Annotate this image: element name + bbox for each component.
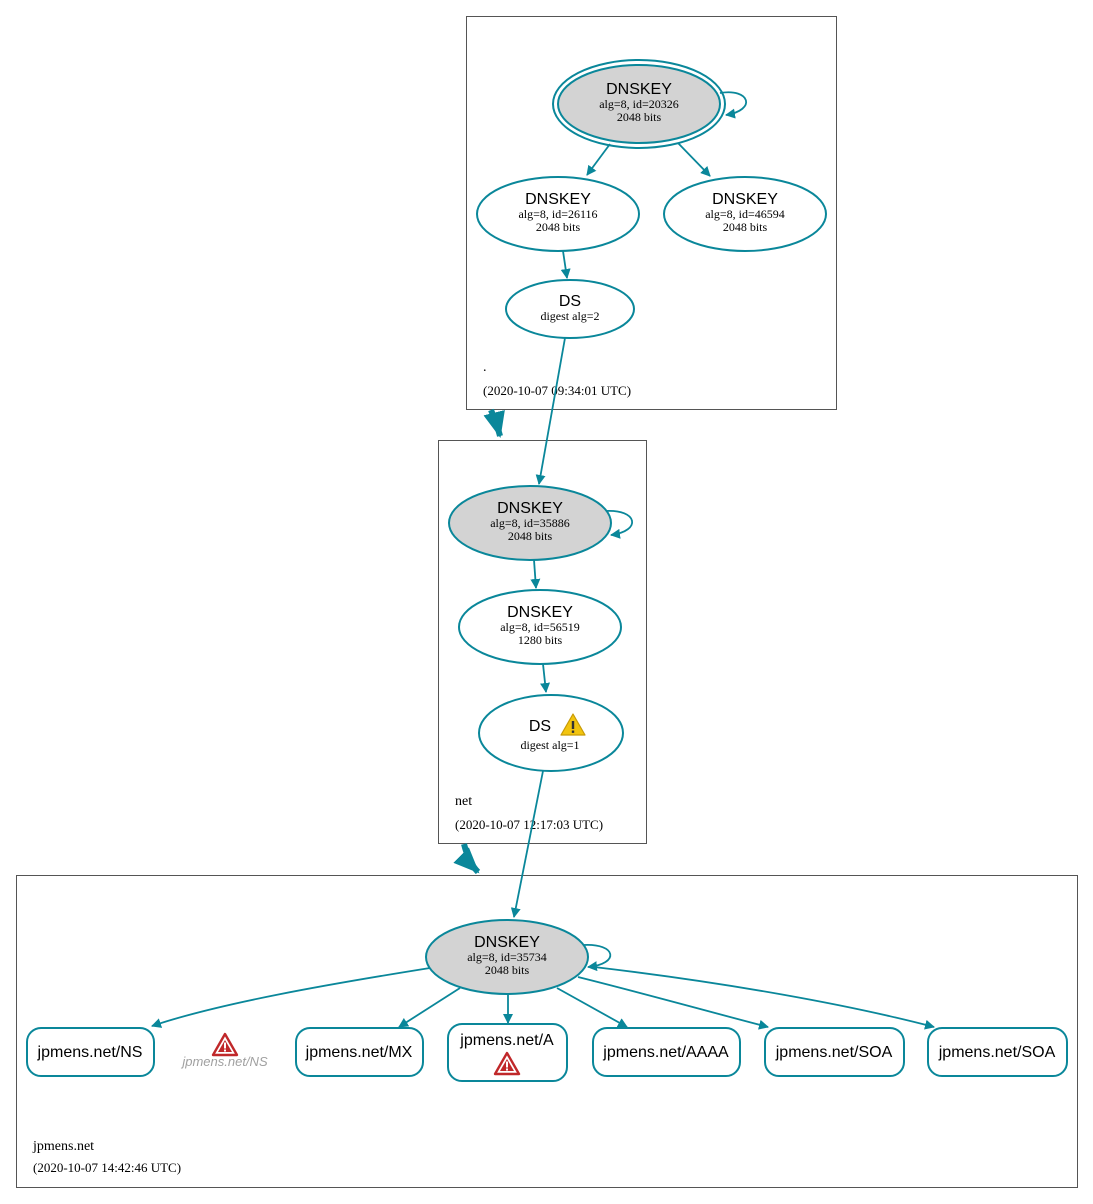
node-net-ds[interactable]: DS digest alg=1: [478, 694, 624, 772]
edge-net-zsk-ds: [540, 663, 551, 693]
zone-net: net (2020-10-07 12:17:03 UTC): [438, 440, 647, 844]
node-root-zsk1-title: DNSKEY: [525, 191, 591, 208]
node-net-ds-title: DS: [529, 718, 551, 735]
zone-root: . (2020-10-07 09:34:01 UTC): [466, 16, 837, 410]
node-jp-ksk-line2: 2048 bits: [485, 963, 530, 977]
node-net-ds-line1: digest alg=1: [520, 738, 579, 752]
node-jp-ksk[interactable]: DNSKEY alg=8, id=35734 2048 bits: [425, 919, 589, 995]
error-triangle-icon[interactable]: [493, 1051, 521, 1076]
rrset-mx-label: jpmens.net/MX: [305, 1044, 413, 1061]
node-net-ksk-line1: alg=8, id=35886: [490, 516, 570, 530]
edge-root-ds-net-ksk: [535, 337, 566, 485]
delegation-arrow-root-net: [483, 408, 505, 438]
node-root-ds[interactable]: DS digest alg=2: [505, 279, 635, 339]
rrset-soa-2[interactable]: jpmens.net/SOA: [927, 1027, 1068, 1077]
edge-root-ksk-zsk2: [677, 142, 711, 177]
zone-root-timestamp: (2020-10-07 09:34:01 UTC): [483, 383, 631, 398]
node-jp-ksk-line1: alg=8, id=35734: [467, 950, 547, 964]
node-net-ksk[interactable]: DNSKEY alg=8, id=35886 2048 bits: [448, 485, 612, 561]
rrset-ns-ghost[interactable]: jpmens.net/NS: [180, 1032, 268, 1069]
node-net-zsk[interactable]: DNSKEY alg=8, id=56519 1280 bits: [458, 589, 622, 665]
edge-net-ksk-zsk: [530, 559, 541, 589]
rrset-aaaa-label: jpmens.net/AAAA: [602, 1044, 729, 1061]
node-root-ds-line1: digest alg=2: [540, 309, 599, 323]
edge-net-ksk-self: [604, 510, 633, 539]
rrset-a-label: jpmens.net/A: [459, 1032, 554, 1049]
node-root-zsk2-title: DNSKEY: [712, 191, 778, 208]
delegation-arrow-net-jpmens: [453, 843, 481, 875]
rrset-soa-1-label: jpmens.net/SOA: [775, 1044, 893, 1061]
edge-jp-ksk-soa1: [577, 976, 769, 1030]
node-root-ksk[interactable]: DNSKEY alg=8, id=20326 2048 bits: [552, 59, 726, 149]
node-net-zsk-line1: alg=8, id=56519: [500, 620, 580, 634]
zone-jpmens-label: jpmens.net: [32, 1139, 94, 1154]
zone-jpmens: jpmens.net (2020-10-07 14:42:46 UTC): [16, 875, 1078, 1188]
node-root-zsk2-line1: alg=8, id=46594: [705, 207, 785, 221]
rrset-ns-label: jpmens.net/NS: [37, 1044, 143, 1061]
edge-jp-ksk-ns: [151, 967, 431, 1028]
edge-jp-ksk-aaaa: [556, 987, 628, 1028]
rrset-ns-ghost-label: jpmens.net/NS: [180, 1054, 268, 1069]
node-net-ksk-line2: 2048 bits: [508, 529, 553, 543]
edge-root-zsk1-ds: [560, 250, 571, 279]
zone-jpmens-timestamp: (2020-10-07 14:42:46 UTC): [33, 1160, 181, 1175]
edge-jp-ksk-mx: [398, 987, 461, 1028]
node-root-zsk1[interactable]: DNSKEY alg=8, id=26116 2048 bits: [476, 176, 640, 252]
node-net-ksk-title: DNSKEY: [497, 500, 563, 517]
node-net-zsk-line2: 1280 bits: [518, 633, 563, 647]
rrset-soa-2-label: jpmens.net/SOA: [938, 1044, 1056, 1061]
node-root-zsk1-line2: 2048 bits: [536, 220, 581, 234]
edge-net-ds-jp-ksk: [510, 770, 544, 918]
rrset-aaaa[interactable]: jpmens.net/AAAA: [592, 1027, 741, 1077]
error-triangle-icon[interactable]: [211, 1032, 239, 1057]
rrset-a[interactable]: jpmens.net/A: [447, 1023, 568, 1082]
node-root-ds-title: DS: [559, 293, 581, 310]
node-root-ksk-line1: alg=8, id=20326: [599, 97, 679, 111]
node-jp-ksk-title: DNSKEY: [474, 934, 540, 951]
edge-root-ksk-zsk1: [586, 143, 611, 176]
rrset-ns[interactable]: jpmens.net/NS: [26, 1027, 155, 1077]
zone-root-label: .: [483, 360, 487, 375]
zone-net-label: net: [455, 794, 472, 809]
node-root-zsk2[interactable]: DNSKEY alg=8, id=46594 2048 bits: [663, 176, 827, 252]
node-root-zsk2-line2: 2048 bits: [723, 220, 768, 234]
node-net-zsk-title: DNSKEY: [507, 604, 573, 621]
rrset-mx[interactable]: jpmens.net/MX: [295, 1027, 424, 1077]
edge-jp-ksk-soa2: [593, 966, 935, 1030]
node-root-ksk-title: DNSKEY: [606, 81, 672, 98]
zone-net-timestamp: (2020-10-07 12:17:03 UTC): [455, 817, 603, 832]
edge-root-ksk-self: [719, 91, 747, 119]
rrset-soa-1[interactable]: jpmens.net/SOA: [764, 1027, 905, 1077]
warning-triangle-icon[interactable]: [560, 713, 586, 736]
node-root-zsk1-line1: alg=8, id=26116: [518, 207, 597, 221]
edge-jp-ksk-self: [582, 944, 612, 972]
node-root-ksk-line2: 2048 bits: [617, 110, 662, 124]
